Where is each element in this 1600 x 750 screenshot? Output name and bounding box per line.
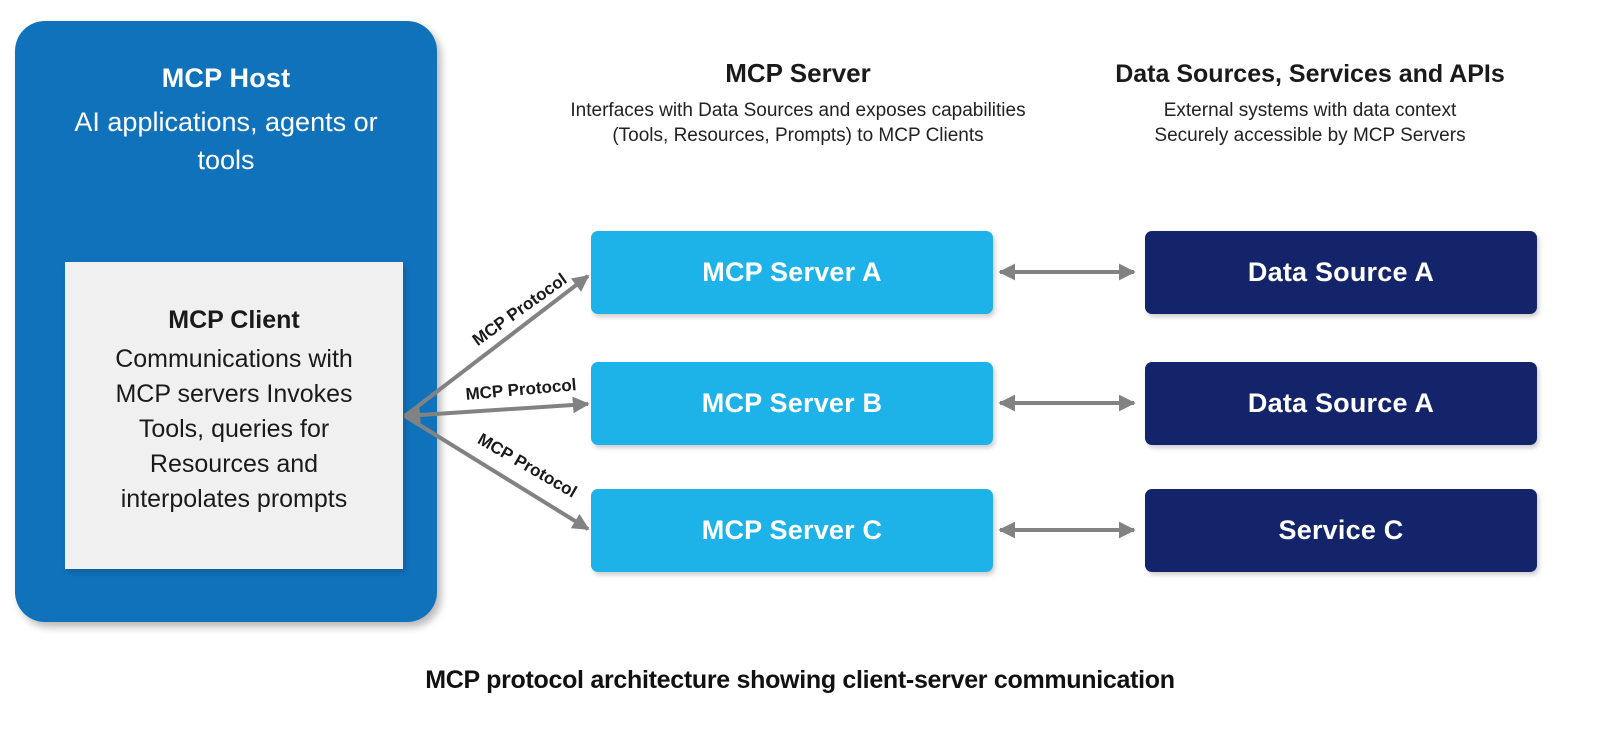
mcp-server-b-label: MCP Server B	[701, 388, 883, 418]
data-column-heading: Data Sources, Services and APIs External…	[1080, 60, 1540, 148]
server-column-title: MCP Server	[725, 58, 871, 88]
service-c-label: Service C	[1278, 515, 1404, 545]
mcp-host-box: MCP Host AI applications, agents or tool…	[15, 21, 437, 622]
service-c-box: Service C	[1145, 489, 1537, 572]
data-source-a-label-2: Data Source A	[1247, 388, 1435, 418]
mcp-host-title: MCP Host	[161, 63, 291, 93]
data-source-a-label-1: Data Source A	[1247, 257, 1435, 287]
mcp-server-b-box: MCP Server B	[591, 362, 993, 445]
server-column-subtitle-line-2: (Tools, Resources, Prompts) to MCP Clien…	[612, 125, 984, 146]
mcp-protocol-label-middle: MCP Protocol	[464, 375, 578, 404]
data-source-a-box-2: Data Source A	[1145, 362, 1537, 445]
mcp-client-box: MCP Client Communications with MCP serve…	[65, 262, 403, 569]
server-column-subtitle-line-1: Interfaces with Data Sources and exposes…	[570, 100, 1026, 121]
diagram-caption: MCP protocol architecture showing client…	[425, 666, 1175, 694]
mcp-protocol-label-top: MCP Protocol	[468, 269, 571, 350]
mcp-server-c-label: MCP Server C	[701, 515, 883, 545]
mcp-server-c-box: MCP Server C	[591, 489, 993, 572]
data-column-subtitle-line-1: External systems with data context	[1163, 100, 1457, 121]
data-column-subtitle-line-2: Securely accessible by MCP Servers	[1154, 125, 1466, 146]
mcp-host-description: AI applications, agents or tools	[74, 107, 378, 175]
mcp-protocol-label-bottom: MCP Protocol	[474, 429, 581, 502]
mcp-client-description: Communications with MCP servers Invokes …	[115, 345, 353, 513]
mcp-server-a-box: MCP Server A	[591, 231, 993, 314]
data-column-title: Data Sources, Services and APIs	[1115, 60, 1505, 88]
data-source-a-box-1: Data Source A	[1145, 231, 1537, 314]
server-column-heading: MCP Server Interfaces with Data Sources …	[548, 58, 1048, 148]
mcp-server-a-label: MCP Server A	[702, 257, 882, 287]
mcp-client-title: MCP Client	[168, 306, 300, 334]
